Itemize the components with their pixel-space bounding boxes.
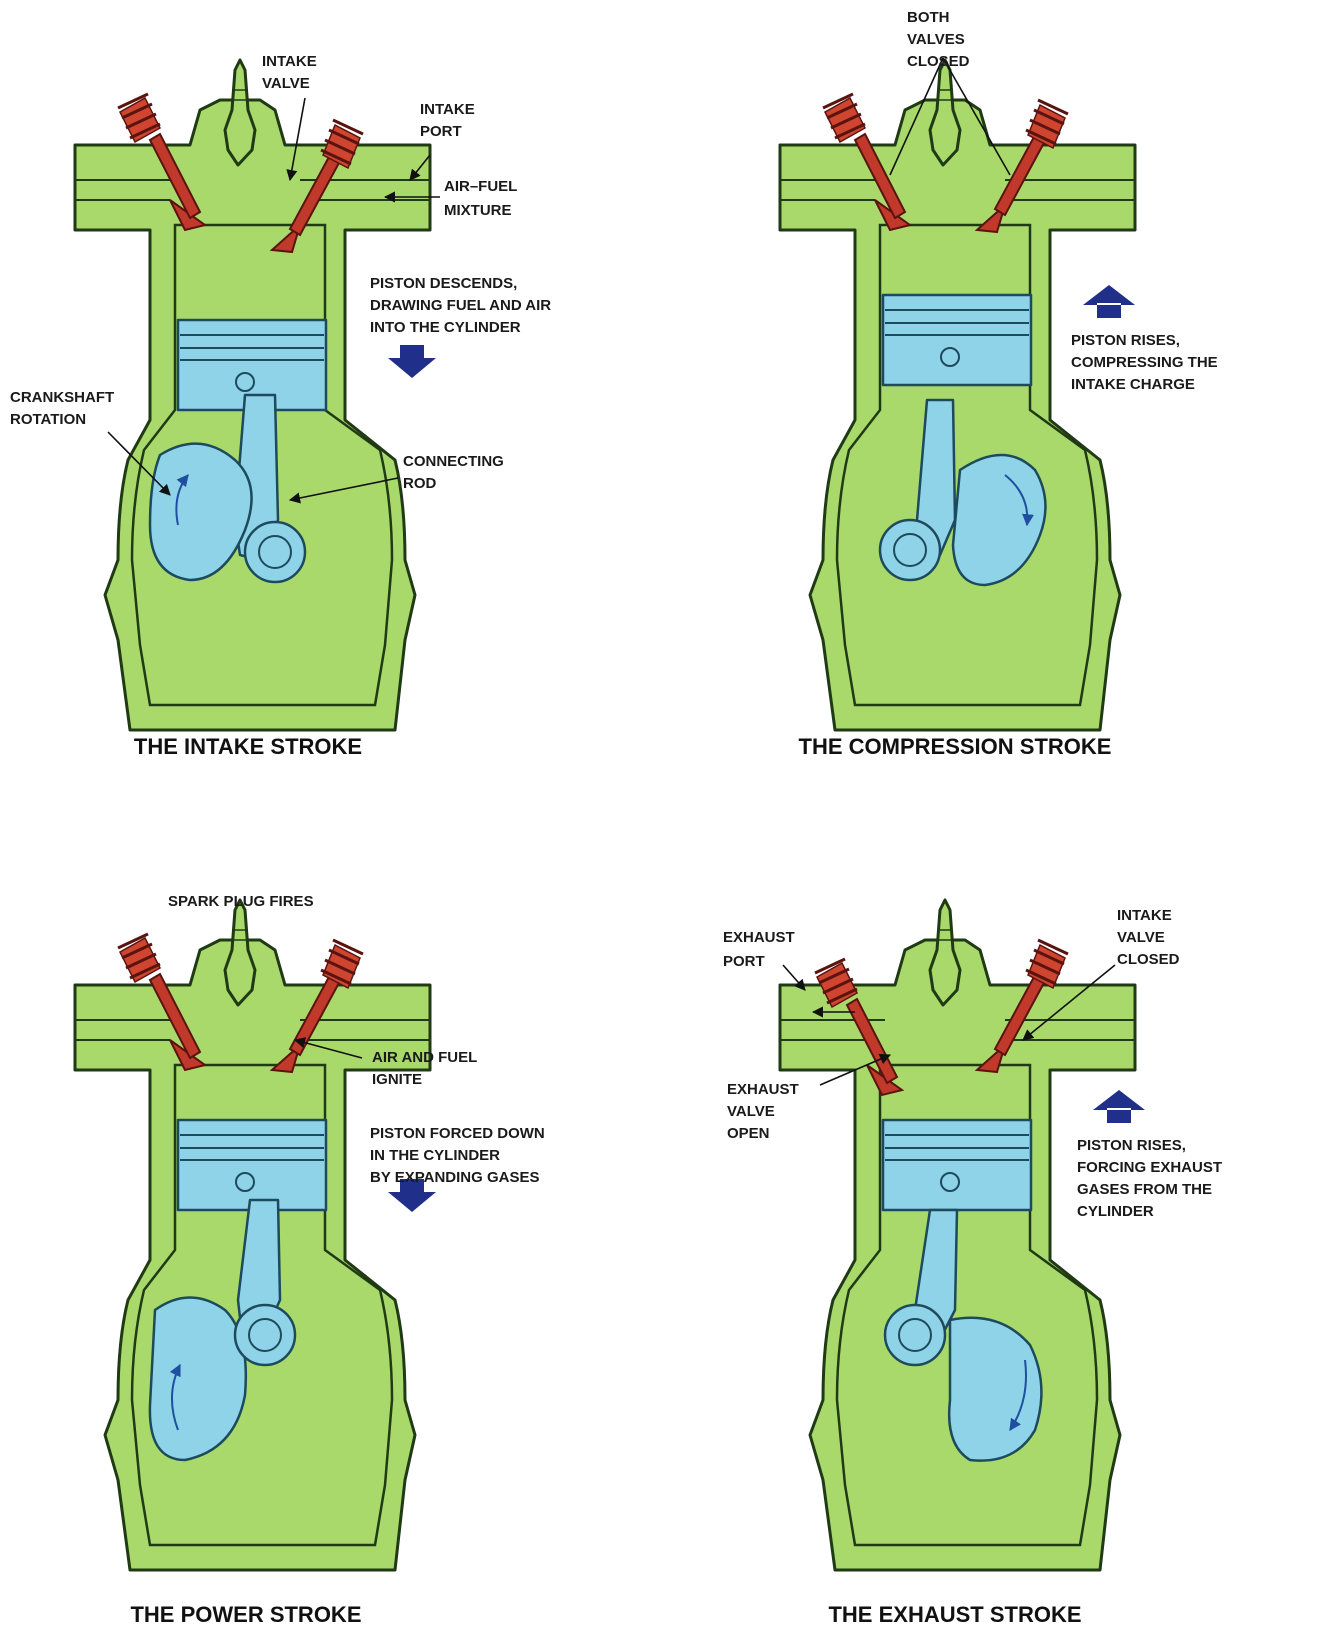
label-spark-plug-fires: SPARK PLUG FIRES xyxy=(168,893,314,910)
piston-motion-arrow-up xyxy=(1083,285,1135,318)
piston-motion-arrow-down xyxy=(388,345,436,378)
caption-power-stroke: THE POWER STROKE xyxy=(130,1602,361,1627)
caption-exhaust-stroke: THE EXHAUST STROKE xyxy=(828,1602,1081,1627)
caption-intake-stroke: THE INTAKE STROKE xyxy=(134,734,362,759)
crank-journal xyxy=(880,520,940,580)
crank-journal xyxy=(245,522,305,582)
caption-compression-stroke: THE COMPRESSION STROKE xyxy=(799,734,1112,759)
piston-motion-arrow-up xyxy=(1093,1090,1145,1123)
crank-journal xyxy=(885,1305,945,1365)
crank-journal xyxy=(235,1305,295,1365)
